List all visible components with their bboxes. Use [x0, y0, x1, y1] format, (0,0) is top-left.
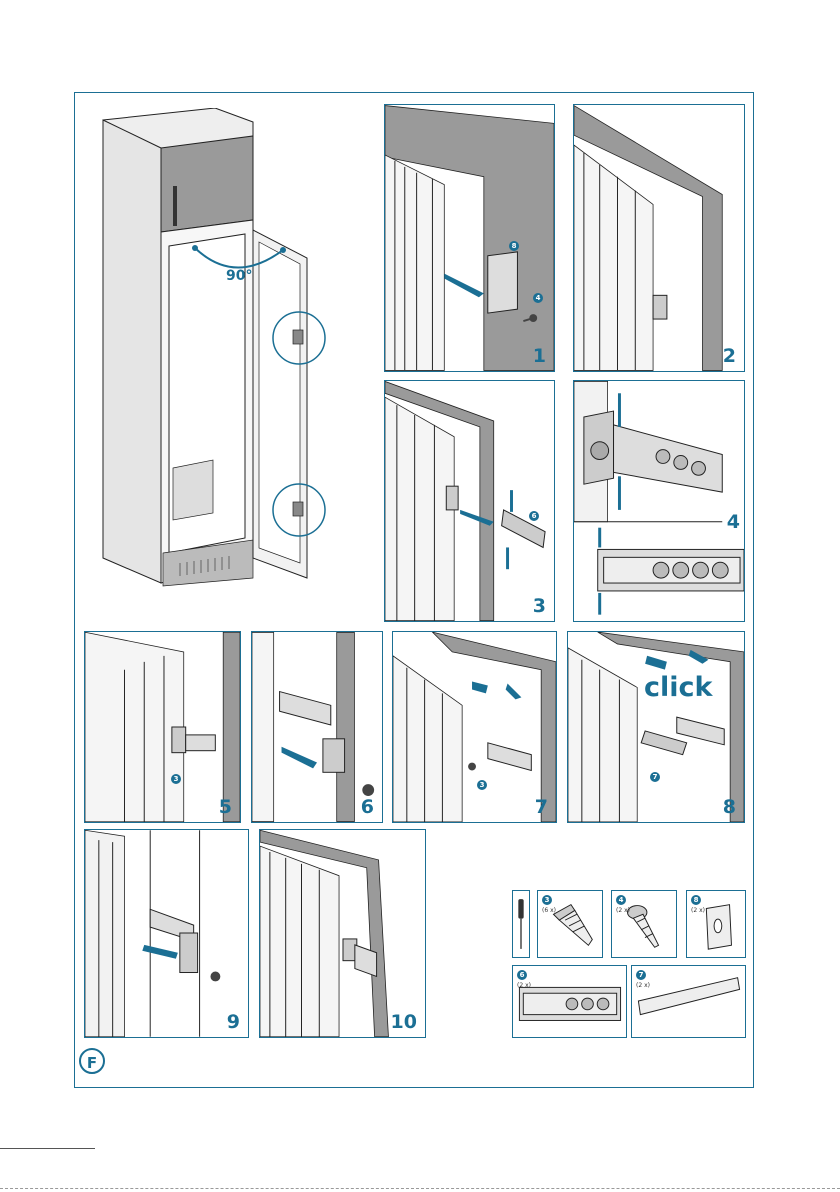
part-6-qty: (2 x)	[517, 982, 531, 989]
part-7-qty: (2 x)	[636, 982, 650, 989]
part-8-qty: (2 x)	[691, 907, 705, 914]
step-4-panel: 4	[573, 380, 745, 622]
part-7-number: 7	[636, 970, 646, 980]
step-number-8: 8	[723, 796, 736, 818]
part-6-number: 6	[517, 970, 527, 980]
click-label: click	[644, 672, 712, 703]
step-number-9: 9	[227, 1011, 240, 1033]
step-number-3: 3	[533, 595, 546, 617]
part-slide-6: 6 (2 x)	[512, 965, 627, 1038]
cover-strip-icon	[632, 966, 745, 1037]
part-screwdriver	[512, 890, 530, 958]
step-2-drawing	[574, 105, 744, 371]
bottom-dashed-rule	[0, 1188, 840, 1189]
step-3-panel: 6 3	[384, 380, 555, 622]
step-10-drawing	[260, 830, 425, 1037]
step-number-10: 10	[391, 1011, 417, 1033]
slide-rail-icon	[513, 966, 626, 1037]
step-number-6: 6	[361, 796, 374, 818]
callout-part-6: 6	[529, 511, 539, 521]
part-3-number: 3	[542, 895, 552, 905]
step-4-drawing	[574, 381, 744, 621]
step-number-5: 5	[219, 796, 232, 818]
part-4-number: 4	[616, 895, 626, 905]
section-letter: F	[79, 1048, 105, 1074]
step-3-drawing	[385, 381, 554, 621]
footer-rule	[0, 1148, 95, 1149]
step-6-drawing	[252, 632, 382, 822]
step-10-panel: 10	[259, 829, 426, 1038]
part-cover-7: 7 (2 x)	[631, 965, 746, 1038]
screwdriver-icon	[513, 891, 529, 957]
part-screw-4: 4 (2 x)	[611, 890, 677, 958]
callout-part-3: 3	[171, 774, 181, 784]
part-4-qty: (2 x)	[616, 907, 630, 914]
step-9-drawing	[85, 830, 248, 1037]
step-8-drawing	[568, 632, 744, 822]
step-2-panel: 2	[573, 104, 745, 372]
callout-part-8: 8	[509, 241, 519, 251]
callout-part-3-b: 3	[477, 780, 487, 790]
part-screw-3: 3 (6 x)	[537, 890, 603, 958]
step-number-2: 2	[723, 345, 736, 367]
step-5-drawing	[85, 632, 240, 822]
angle-label: 90°	[226, 268, 252, 284]
cabinet-overview	[95, 108, 335, 588]
part-bracket-8: 8 (2 x)	[686, 890, 746, 958]
part-3-qty: (6 x)	[542, 907, 556, 914]
step-7-panel: 3 7	[392, 631, 557, 823]
step-1-panel: 8 4 1	[384, 104, 555, 372]
step-7-drawing	[393, 632, 556, 822]
step-9-panel: 9	[84, 829, 249, 1038]
callout-part-7: 7	[650, 772, 660, 782]
step-5-panel: 3 5	[84, 631, 241, 823]
callout-part-4: 4	[533, 293, 543, 303]
step-number-4: 4	[727, 511, 740, 533]
step-6-panel: 6	[251, 631, 383, 823]
step-1-drawing	[385, 105, 554, 371]
part-8-number: 8	[691, 895, 701, 905]
step-number-7: 7	[535, 796, 548, 818]
step-number-1: 1	[533, 345, 546, 367]
step-8-panel: click 7 8	[567, 631, 745, 823]
